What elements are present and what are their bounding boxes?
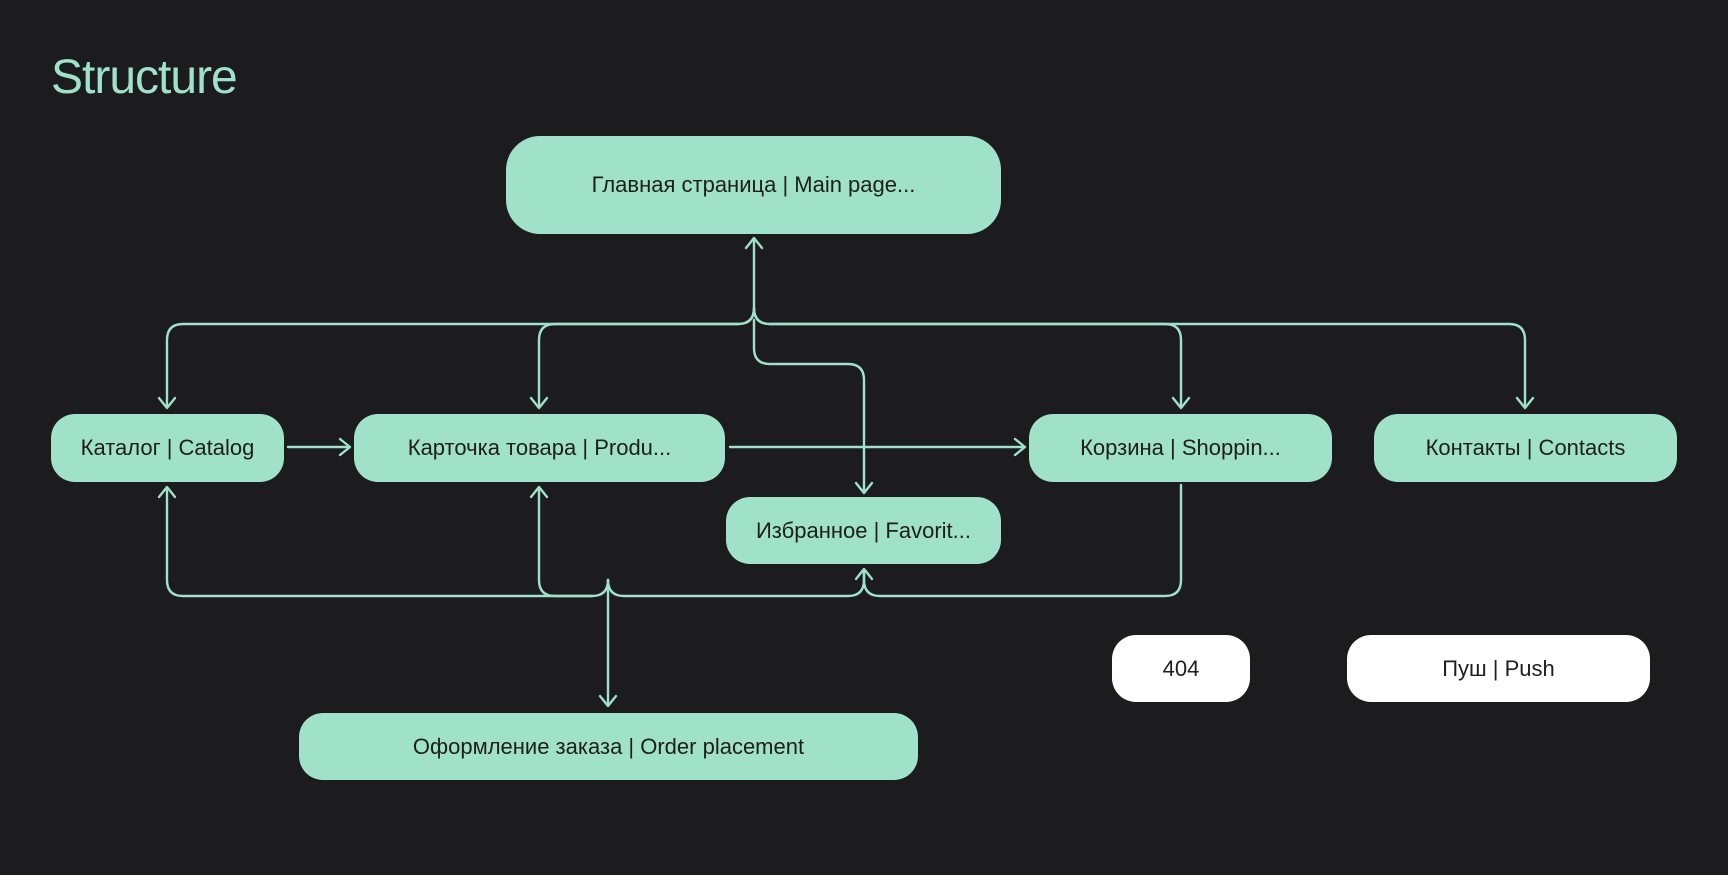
- node-label: Главная страница | Main page...: [591, 172, 916, 197]
- edge-order-favorites: [606, 568, 866, 598]
- arrow-head-product-bottom: [529, 485, 549, 499]
- arrow-head-order: [598, 694, 618, 708]
- node-label: 404: [1162, 655, 1200, 681]
- node-order-placement[interactable]: Оформление заказа | Order placement: [299, 713, 918, 780]
- arrow-head-catalog-bottom: [157, 485, 177, 499]
- edge-main-product: [537, 306, 756, 409]
- node-404[interactable]: 404: [1112, 635, 1250, 702]
- node-label: Оформление заказа | Order placement: [412, 733, 805, 759]
- arrow-head-main: [744, 236, 764, 250]
- edge-order-product: [537, 486, 594, 598]
- page-title: Structure: [51, 51, 238, 104]
- node-catalog[interactable]: Каталог | Catalog: [51, 414, 284, 482]
- arrow-head-cart-top: [1171, 396, 1191, 410]
- node-favorites[interactable]: Избранное | Favorit...: [726, 497, 1001, 564]
- arrow-head-catalog-top: [157, 396, 177, 410]
- node-label: Каталог | Catalog: [80, 435, 255, 460]
- arrow-head-favorites-bottom: [854, 567, 874, 581]
- node-product-card[interactable]: Карточка товара | Produ...: [354, 414, 725, 482]
- node-cart[interactable]: Корзина | Shoppin...: [1029, 414, 1332, 482]
- arrow-head-contacts-top: [1515, 396, 1535, 410]
- node-push[interactable]: Пуш | Push: [1347, 635, 1650, 702]
- node-label: Корзина | Shoppin...: [1080, 435, 1281, 460]
- arrow-head-favorites-top: [854, 481, 874, 495]
- edge-cart-favorites: [862, 483, 1183, 598]
- edge-order-catalog: [165, 486, 610, 598]
- node-contacts[interactable]: Контакты | Contacts: [1374, 414, 1677, 482]
- node-main-page[interactable]: Главная страница | Main page...: [506, 136, 1001, 234]
- node-label: Контакты | Contacts: [1425, 435, 1626, 460]
- arrow-head-cart-left: [1013, 437, 1027, 457]
- arrow-head-product-left: [338, 437, 352, 457]
- arrow-head-product-top: [529, 396, 549, 410]
- node-label: Избранное | Favorit...: [755, 517, 971, 543]
- edge-main-contacts: [752, 306, 1527, 409]
- node-label: Пуш | Push: [1442, 655, 1555, 681]
- edge-main-favorites: [752, 318, 866, 494]
- node-label: Карточка товара | Produ...: [407, 435, 672, 460]
